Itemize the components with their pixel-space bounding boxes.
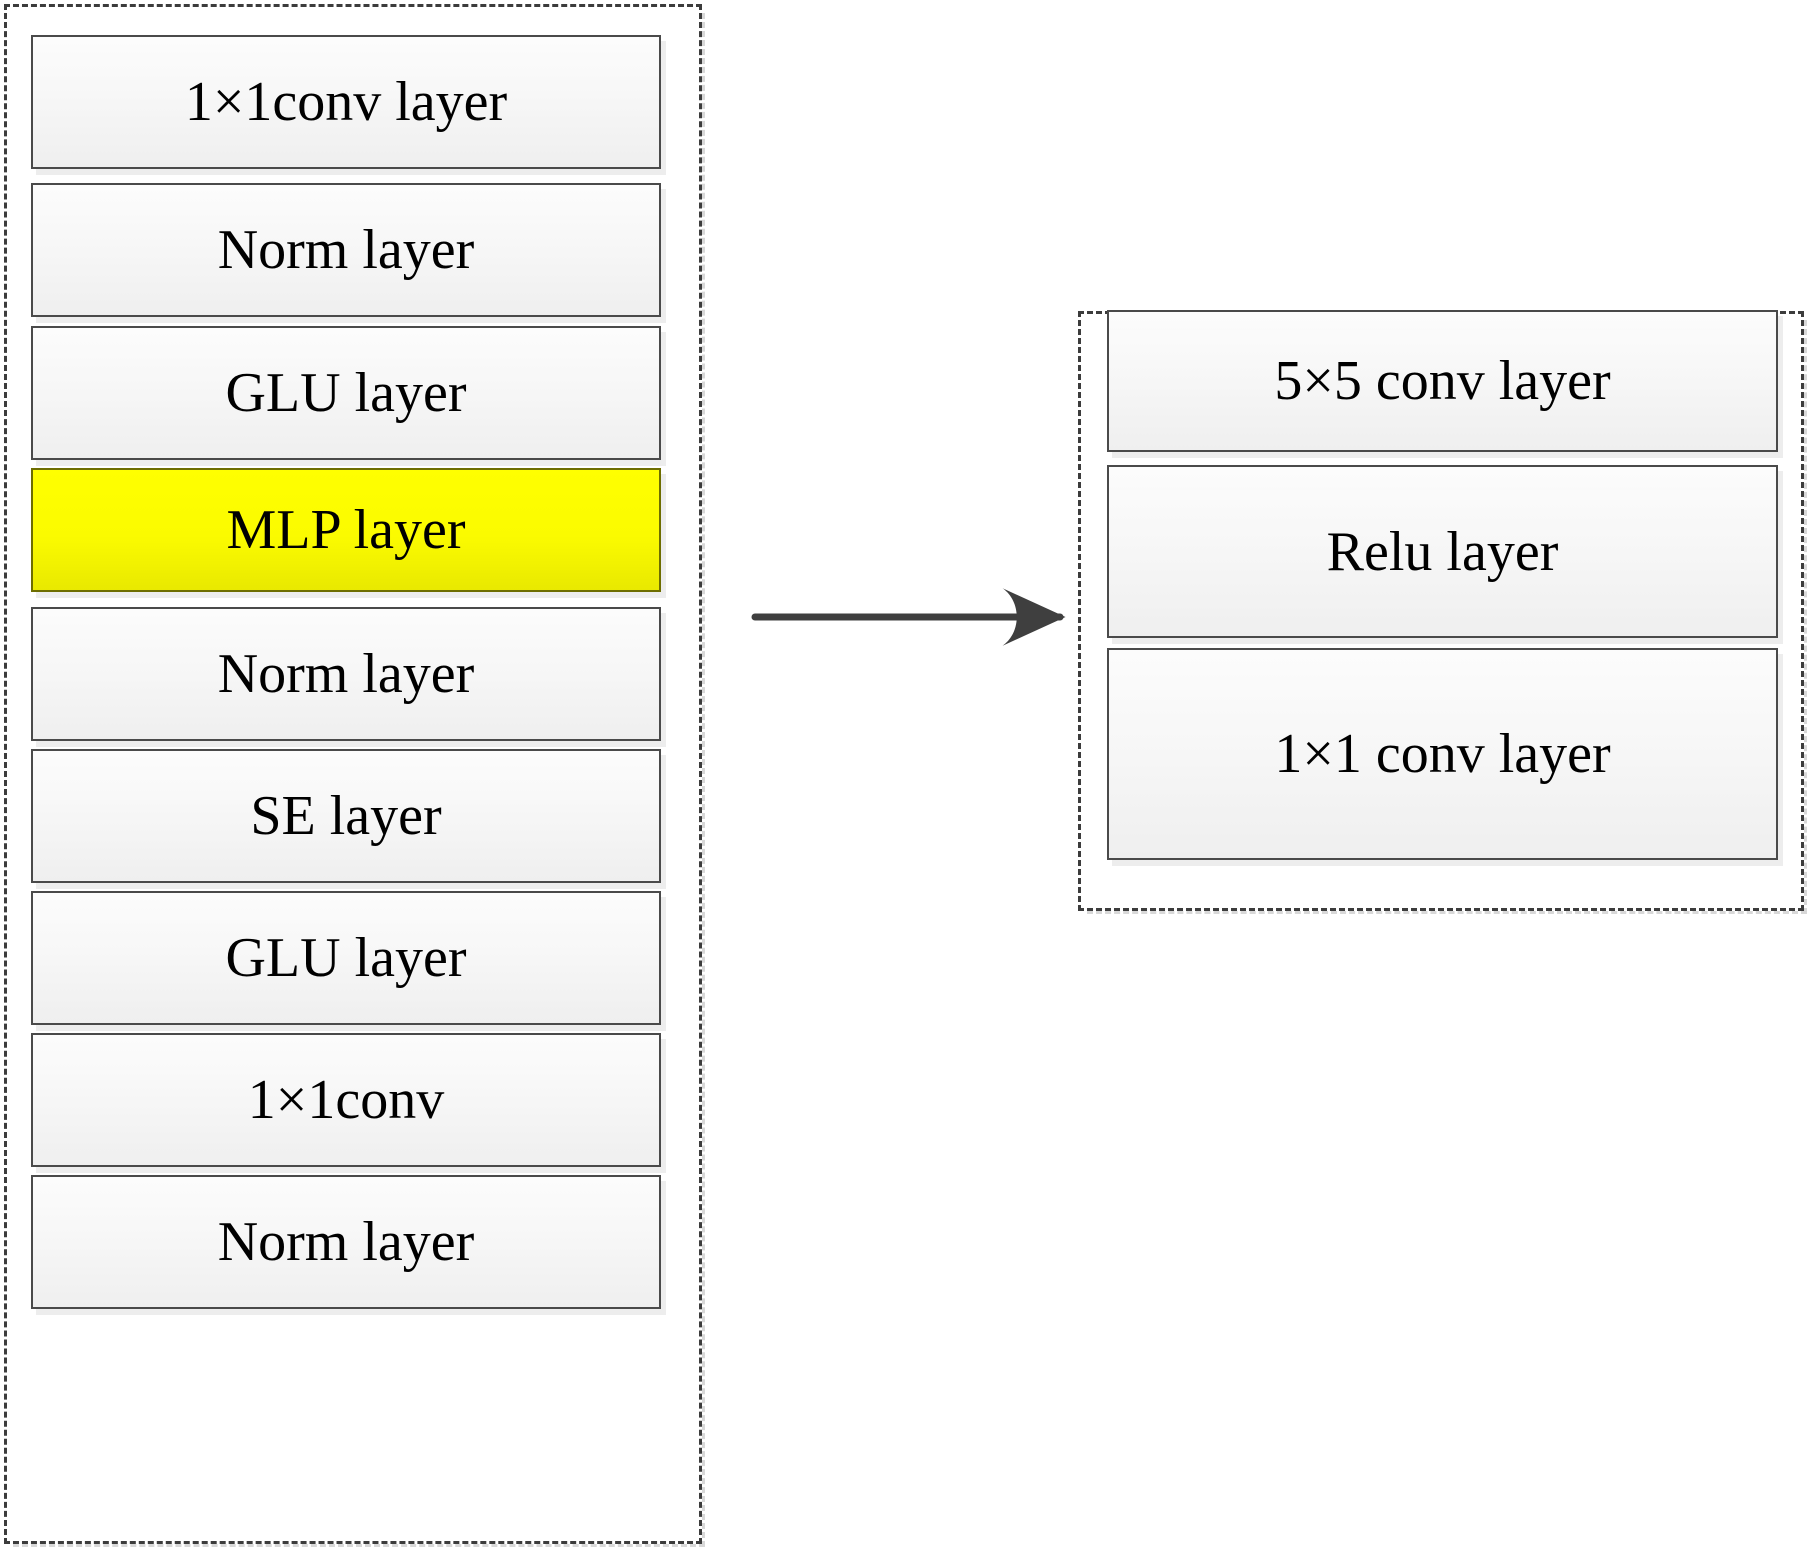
mlp-expansion-arrow [751, 588, 1066, 646]
layer-box-norm-layer-1[interactable]: Norm layer [31, 183, 661, 317]
layer-label: Norm layer [217, 1211, 475, 1273]
main-block-group: 1×1conv layer Norm layer GLU layer MLP l… [4, 4, 705, 1547]
layer-label: Norm layer [217, 643, 475, 705]
layer-box-relu-layer[interactable]: Relu layer [1107, 465, 1778, 638]
layer-box-mlp-layer[interactable]: MLP layer [31, 468, 661, 592]
layer-label: Norm layer [217, 219, 475, 281]
layer-box-5x5-conv-layer[interactable]: 5×5 conv layer [1107, 310, 1778, 452]
layer-label: 1×1 conv layer [1274, 723, 1611, 785]
layer-box-glu-layer-1[interactable]: GLU layer [31, 326, 661, 460]
layer-box-glu-layer-2[interactable]: GLU layer [31, 891, 661, 1025]
layer-box-1x1conv[interactable]: 1×1conv [31, 1033, 661, 1167]
layer-label: 5×5 conv layer [1274, 350, 1611, 412]
layer-box-1x1conv-layer[interactable]: 1×1conv layer [31, 35, 661, 169]
layer-box-se-layer[interactable]: SE layer [31, 749, 661, 883]
layer-box-1x1-conv-layer[interactable]: 1×1 conv layer [1107, 648, 1778, 860]
mlp-expansion-group: 5×5 conv layer Relu layer 1×1 conv layer [1078, 310, 1807, 914]
layer-label: 1×1conv layer [184, 71, 508, 133]
layer-label: Relu layer [1326, 520, 1559, 583]
layer-label: GLU layer [225, 927, 467, 989]
layer-label: GLU layer [225, 362, 467, 424]
layer-label: MLP layer [226, 499, 466, 561]
layer-label: 1×1conv [247, 1069, 445, 1131]
layer-box-norm-layer-2[interactable]: Norm layer [31, 607, 661, 741]
layer-label: SE layer [250, 785, 442, 847]
layer-box-norm-layer-3[interactable]: Norm layer [31, 1175, 661, 1309]
